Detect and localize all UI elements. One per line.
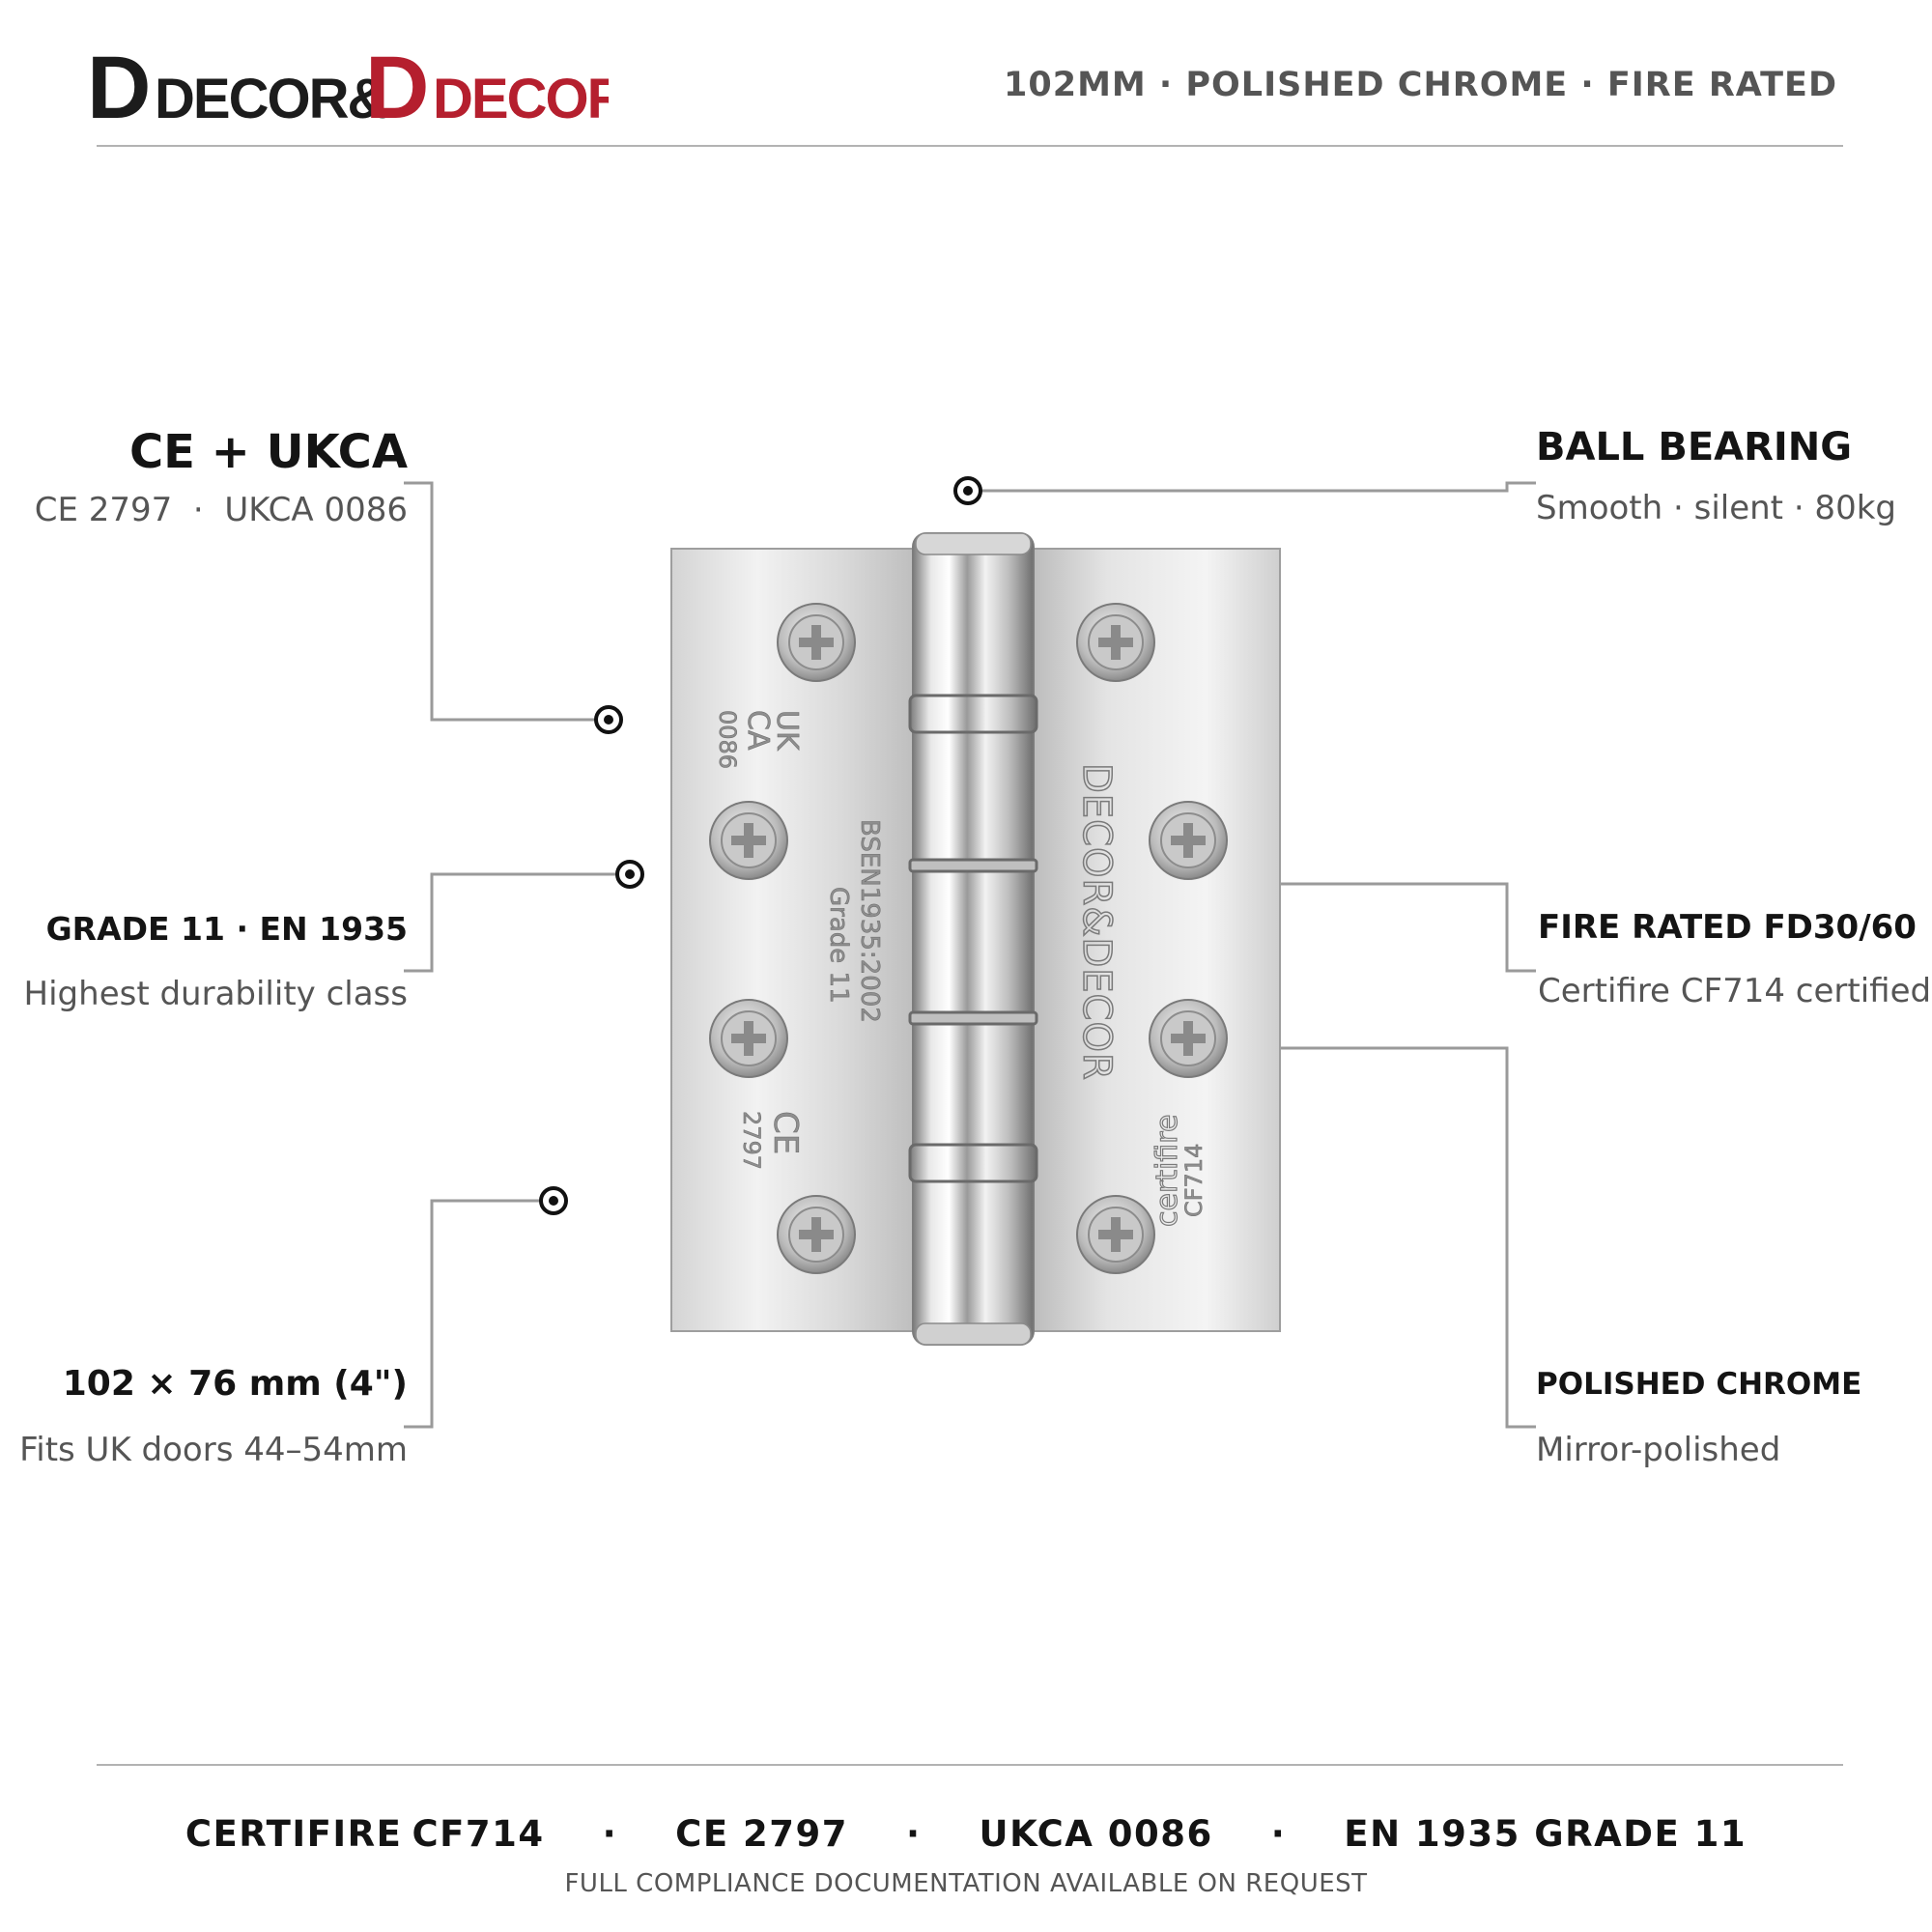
- header-tagline: 102MM · POLISHED CHROME · FIRE RATED: [1004, 66, 1837, 104]
- leader-size: [404, 1199, 554, 1429]
- header-divider: [97, 145, 1843, 147]
- svg-text:D: D: [87, 41, 151, 128]
- brand-logo: D DECOR& D DECOR: [87, 41, 609, 128]
- callout-size-title: 102 × 76 mm (4"): [62, 1364, 408, 1404]
- leader-grade: [404, 872, 630, 973]
- callout-finish-detail: Mirror-polished: [1536, 1431, 1781, 1469]
- footer-separator: ·: [1270, 1813, 1287, 1855]
- footer-item-cf714: CF714: [412, 1813, 545, 1855]
- marker-ce-ukca-icon: [594, 705, 623, 734]
- footer-item-en1935: EN 1935 GRADE 11: [1344, 1813, 1747, 1855]
- leader-bearing: [968, 481, 1536, 493]
- leader-ce-ukca: [404, 481, 609, 722]
- footer-note: FULL COMPLIANCE DOCUMENTATION AVAILABLE …: [564, 1869, 1368, 1898]
- callout-fire: FIRE RATED FD30/60 Certifire CF714 certi…: [1538, 908, 1931, 1010]
- callout-size: 102 × 76 mm (4") Fits UK doors 44–54mm: [19, 1364, 408, 1469]
- marker-size-icon: [539, 1186, 568, 1215]
- callout-ce-ukca-title: CE + UKCA: [128, 425, 408, 479]
- mark-brand: DECOR&DECOR: [1074, 763, 1119, 1081]
- callout-fire-title: FIRE RATED FD30/60: [1538, 908, 1917, 947]
- callout-finish-title: POLISHED CHROME: [1536, 1367, 1862, 1402]
- footer-separator: ·: [905, 1813, 922, 1855]
- screws: [709, 603, 1228, 1274]
- footer-item-certifire: CERTIFIRE: [185, 1813, 403, 1855]
- mark-ce: CE: [766, 1111, 805, 1154]
- callout-bearing-detail: Smooth · silent · 80kg: [1536, 489, 1896, 527]
- mark-uk: UK: [770, 710, 804, 752]
- callout-grade-title: GRADE 11 · EN 1935: [45, 910, 408, 948]
- callout-ce-ukca-detail: CE 2797 · UKCA 0086: [34, 491, 408, 529]
- marker-bearing-icon: [953, 476, 982, 505]
- marker-grade-icon: [615, 860, 644, 889]
- footer-divider: [97, 1764, 1843, 1766]
- mark-ca: CA: [741, 710, 775, 751]
- callout-size-detail: Fits UK doors 44–54mm: [19, 1431, 408, 1469]
- callout-grade: GRADE 11 · EN 1935 Highest durability cl…: [24, 910, 408, 1013]
- brand-text-2: DECOR: [433, 68, 609, 128]
- callout-bearing: BALL BEARING Smooth · silent · 80kg: [1536, 425, 1896, 527]
- hinge-image: UK CA 0086 BSEN1935:2002 Grade 11 CE 279…: [670, 532, 1281, 1346]
- mark-certifire: certifire: [1151, 1115, 1184, 1227]
- svg-text:D: D: [365, 41, 429, 128]
- callout-finish: POLISHED CHROME Mirror-polished: [1536, 1367, 1861, 1469]
- callout-bearing-title: BALL BEARING: [1536, 425, 1853, 469]
- mark-ce-num: 2797: [738, 1111, 765, 1170]
- mark-standard: BSEN1935:2002: [855, 819, 884, 1023]
- callout-grade-detail: Highest durability class: [23, 975, 408, 1013]
- footer-item-ukca: UKCA 0086: [979, 1813, 1213, 1855]
- footer-item-ce: CE 2797: [675, 1813, 848, 1855]
- mark-cf: CF714: [1180, 1144, 1208, 1217]
- mark-ukca-num: 0086: [714, 710, 741, 769]
- footer-separator: ·: [602, 1813, 618, 1855]
- mark-grade: Grade 11: [824, 887, 853, 1004]
- brand-text-1: DECOR&: [155, 68, 386, 128]
- callout-fire-detail: Certifire CF714 certified: [1538, 972, 1932, 1010]
- callout-ce-ukca: CE + UKCA CE 2797 · UKCA 0086: [35, 425, 408, 529]
